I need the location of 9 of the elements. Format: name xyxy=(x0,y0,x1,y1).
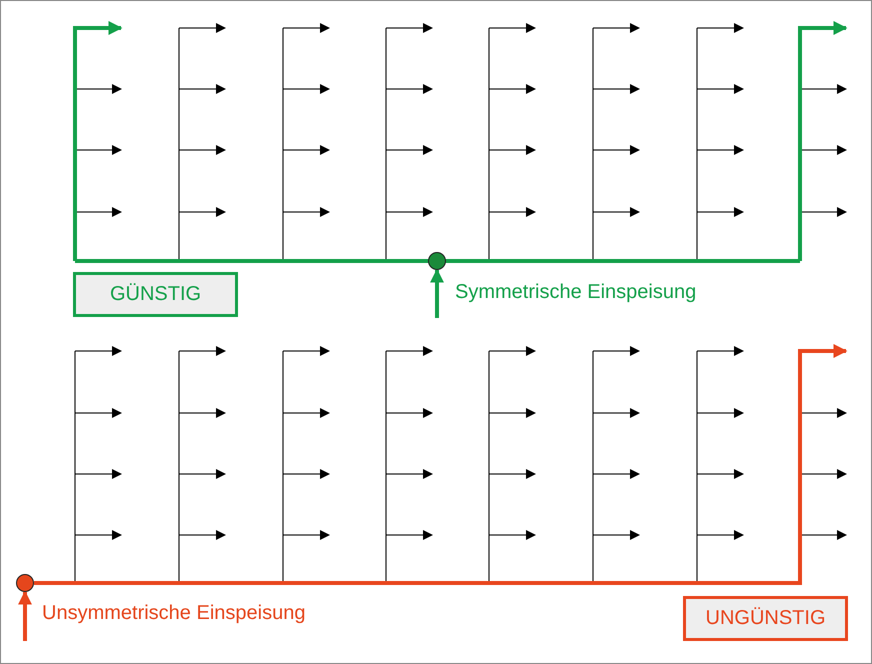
arrow xyxy=(18,590,32,641)
feed-label: Unsymmetrische Einspeisung xyxy=(42,602,306,625)
arrow xyxy=(430,268,444,318)
label-box: GÜNSTIG xyxy=(73,272,238,317)
label-box: UNGÜNSTIG xyxy=(683,596,848,641)
arrow xyxy=(34,344,848,585)
feed-point-circle xyxy=(16,574,34,592)
feed-label: Symmetrische Einspeisung xyxy=(455,281,696,304)
feed-point-circle xyxy=(428,252,446,270)
